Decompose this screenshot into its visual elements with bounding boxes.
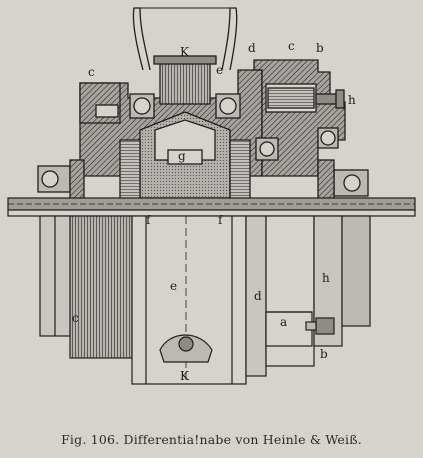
- label-c-top-right: c: [288, 39, 295, 53]
- label-c-left-bottom: c: [72, 311, 79, 325]
- label-e-top: e: [216, 63, 223, 77]
- label-b-bottom: b: [320, 347, 328, 361]
- label-h-top: h: [348, 93, 356, 107]
- label-h-mid: h: [322, 271, 330, 285]
- label-a: a: [280, 315, 287, 329]
- label-d-top: d: [248, 41, 256, 55]
- lower-exterior: [39, 215, 371, 385]
- label-k-bottom: K: [180, 369, 190, 383]
- axle: [7, 197, 416, 217]
- part-labels: K e c d c b h g f f e d h c a b K: [72, 39, 356, 383]
- upper-section: [37, 7, 369, 201]
- figure-caption: Fig. 106. Differentia!nabe von Heinle & …: [61, 432, 362, 447]
- label-d-mid: d: [254, 289, 262, 303]
- label-e-mid: e: [170, 279, 177, 293]
- label-c-left-top: c: [88, 65, 95, 79]
- label-g: g: [178, 149, 186, 163]
- label-f-left: f: [146, 213, 152, 227]
- label-f-right: f: [218, 213, 224, 227]
- label-k-top: K: [180, 45, 190, 59]
- label-b-top: b: [316, 41, 324, 55]
